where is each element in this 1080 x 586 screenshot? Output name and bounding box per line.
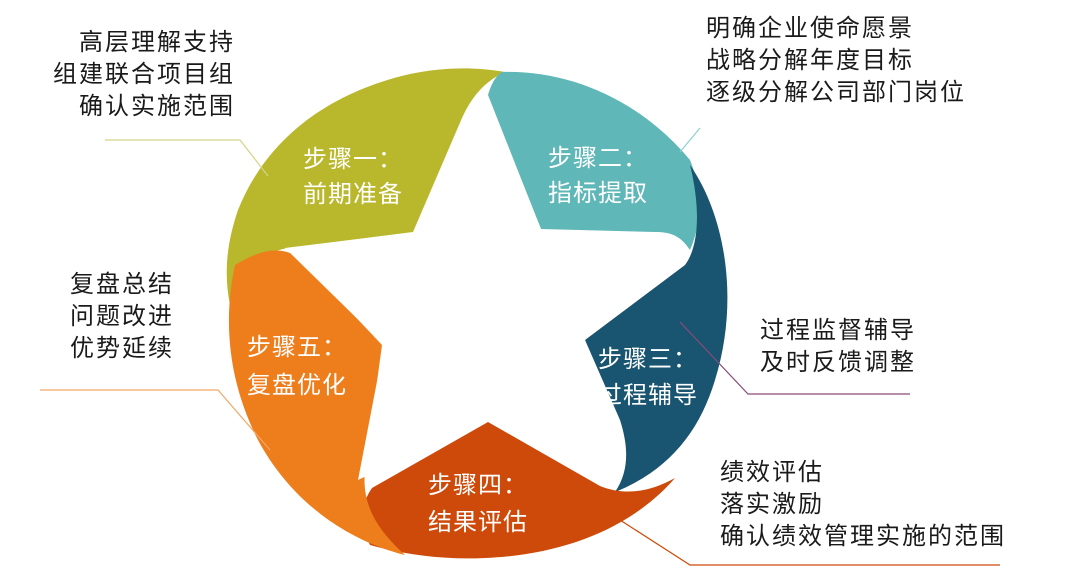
step2-title: 步骤二： [548, 144, 648, 172]
step3-note-2: 及时反馈调整 [760, 348, 916, 376]
step3-notes: 过程监督辅导 及时反馈调整 [760, 314, 916, 378]
step4-note-1: 绩效评估 [720, 458, 824, 486]
step4-title: 步骤四： [428, 471, 528, 499]
step1-title: 步骤一： [303, 145, 403, 173]
step1-note-2: 组建联合项目组 [53, 60, 235, 88]
step2-note-3: 逐级分解公司部门岗位 [706, 78, 966, 106]
leader-line-step5 [40, 389, 271, 451]
step4-note-2: 落实激励 [720, 490, 824, 518]
step1-note-3: 确认实施范围 [79, 92, 235, 120]
step5-note-2: 问题改进 [70, 302, 174, 330]
step2-note-1: 明确企业使命愿景 [706, 14, 914, 42]
step5-note-1: 复盘总结 [70, 270, 174, 298]
step3-name: 过程辅导 [598, 381, 698, 409]
segment-step3 [585, 165, 728, 492]
step4-note-3: 确认绩效管理实施的范围 [720, 522, 1006, 550]
segment-step4 [362, 422, 675, 559]
center-star [285, 104, 683, 480]
step3-note-1: 过程监督辅导 [760, 316, 916, 344]
step5-name: 复盘优化 [247, 371, 347, 399]
leader-line-step2 [679, 127, 701, 153]
step2-note-2: 战略分解年度目标 [706, 46, 914, 74]
step4-name: 结果评估 [428, 508, 528, 536]
step1-note-1: 高层理解支持 [79, 28, 235, 56]
step1-name: 前期准备 [303, 180, 403, 208]
step4-notes: 绩效评估 落实激励 确认绩效管理实施的范围 [720, 456, 1006, 552]
segment-step5 [228, 250, 405, 555]
segment-step1 [226, 68, 505, 305]
step2-name: 指标提取 [548, 179, 648, 207]
step5-notes: 复盘总结 问题改进 优势延续 [70, 268, 174, 364]
leader-line-step4 [619, 519, 1000, 566]
step1-notes: 高层理解支持 组建联合项目组 确认实施范围 [53, 26, 235, 122]
step3-title: 步骤三： [598, 345, 698, 373]
step5-note-3: 优势延续 [70, 334, 174, 362]
segment-step2 [488, 71, 700, 250]
step5-title: 步骤五： [247, 333, 347, 361]
step2-notes: 明确企业使命愿景 战略分解年度目标 逐级分解公司部门岗位 [706, 12, 966, 108]
leader-line-step1 [105, 139, 269, 177]
leader-line-step3 [679, 321, 910, 395]
